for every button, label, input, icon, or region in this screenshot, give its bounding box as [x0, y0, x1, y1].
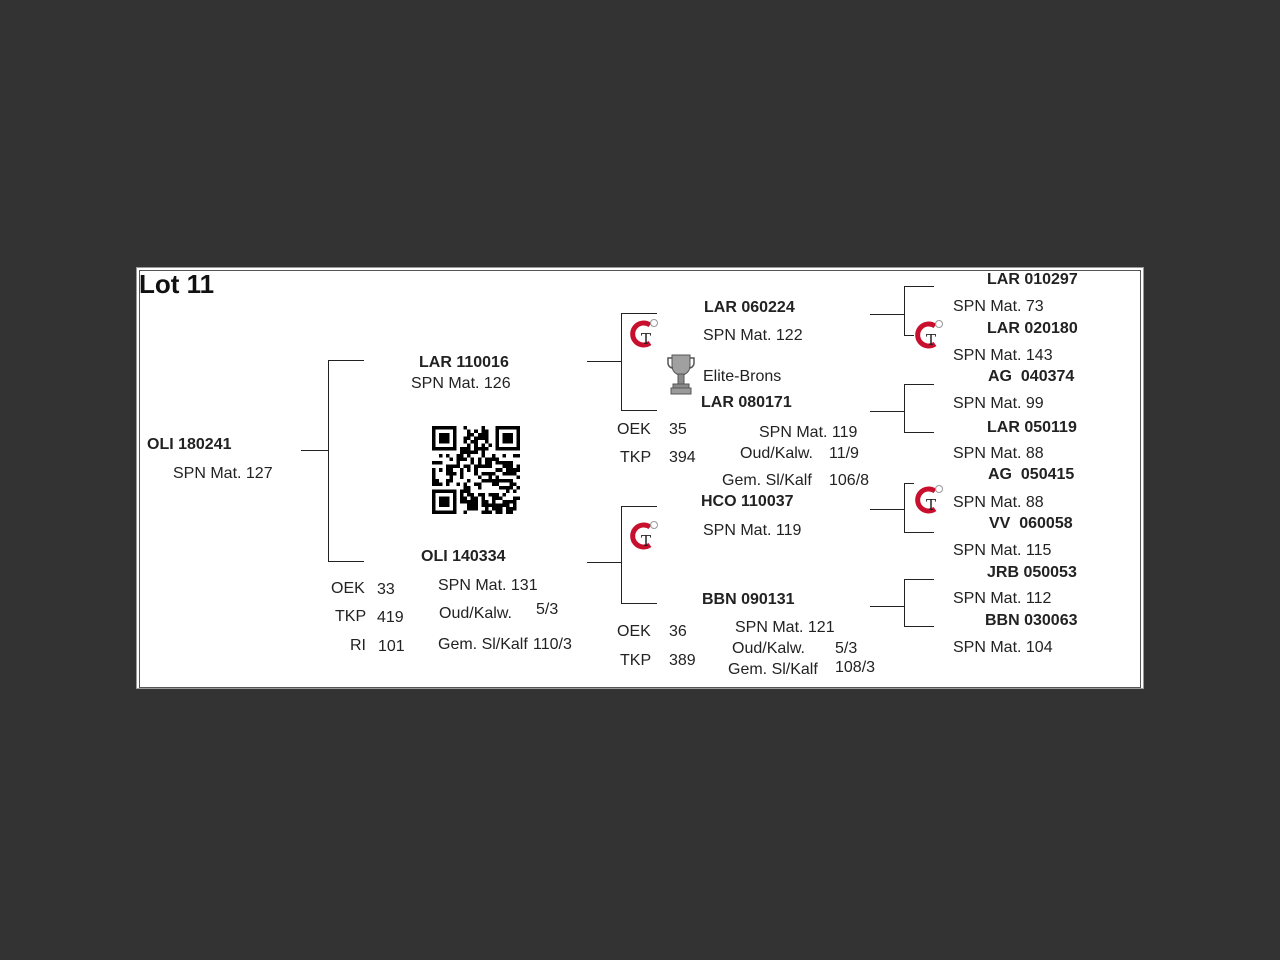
svg-text:T: T	[641, 330, 651, 348]
sire-id: LAR 110016	[419, 354, 509, 371]
dd-oud-label: Oud/Kalw.	[732, 640, 805, 657]
gg-spn: SPN Mat. 104	[953, 639, 1053, 656]
connector-line	[621, 506, 657, 507]
gg-spn: SPN Mat. 88	[953, 445, 1044, 462]
dam-gem-label: Gem. Sl/Kalf	[438, 636, 528, 653]
dam-id: OLI 140334	[421, 548, 506, 565]
connector-line	[328, 360, 364, 361]
gt-logo-icon: T	[915, 320, 943, 349]
dam-ri-value: 101	[378, 638, 405, 655]
gg-id: AG 050415	[988, 466, 1075, 483]
connector-line	[904, 626, 934, 627]
connector-line	[621, 506, 622, 604]
lot-title: Lot 11	[139, 269, 215, 299]
gg-id: LAR 010297	[987, 271, 1078, 288]
dd-oek-label: OEK	[617, 623, 651, 640]
gg-id: JRB 050053	[987, 564, 1077, 581]
sd-tkp-label: TKP	[620, 449, 652, 466]
connector-line	[870, 314, 905, 315]
connector-line	[904, 286, 905, 336]
connector-line	[904, 579, 934, 580]
connector-line	[904, 532, 934, 533]
dd-id: BBN 090131	[702, 591, 795, 608]
sd-gem-value: 106/8	[829, 472, 870, 489]
sd-spn: SPN Mat. 119	[759, 424, 858, 441]
gg-spn: SPN Mat. 112	[953, 590, 1052, 607]
connector-line	[904, 335, 914, 336]
animal-spn: SPN Mat. 127	[173, 465, 273, 482]
gg-id: BBN 030063	[985, 612, 1078, 629]
connector-line	[904, 579, 905, 627]
qr-code	[432, 426, 520, 514]
dam-spn: SPN Mat. 131	[438, 577, 538, 594]
connector-line	[904, 483, 905, 533]
dam-oud-value: 5/3	[536, 601, 559, 618]
sire-spn: SPN Mat. 126	[411, 375, 511, 392]
connector-line	[904, 483, 914, 484]
gg-spn: SPN Mat. 143	[953, 347, 1053, 364]
animal-id: OLI 180241	[147, 436, 232, 453]
ss-spn: SPN Mat. 122	[703, 327, 803, 344]
connector-line	[301, 450, 329, 451]
ds-id: HCO 110037	[701, 493, 794, 510]
connector-line	[904, 384, 934, 385]
connector-line	[621, 313, 622, 411]
sd-oud-value: 11/9	[829, 445, 859, 462]
gg-id: VV 060058	[989, 515, 1073, 532]
connector-line	[328, 360, 329, 562]
connector-line	[621, 410, 657, 411]
connector-line	[621, 603, 657, 604]
gg-spn: SPN Mat. 73	[953, 298, 1044, 315]
connector-line	[870, 411, 905, 412]
dam-oek-label: OEK	[331, 580, 365, 597]
dd-tkp-label: TKP	[620, 652, 652, 669]
dam-tkp-value: 419	[377, 609, 404, 626]
svg-text:T: T	[926, 331, 936, 349]
gg-spn: SPN Mat. 115	[953, 542, 1052, 559]
connector-line	[587, 361, 622, 362]
dd-oek-value: 36	[669, 623, 687, 640]
connector-line	[621, 313, 657, 314]
dd-spn: SPN Mat. 121	[735, 619, 835, 636]
pedigree-sheet: Lot 11 OLI 180241 SPN Mat. 127 LAR 11001…	[136, 267, 1144, 689]
dd-oud-value: 5/3	[835, 640, 858, 657]
dam-gem-value: 110/3	[533, 636, 572, 653]
dam-oek-value: 33	[377, 581, 395, 598]
connector-line	[904, 384, 905, 433]
gg-id: LAR 020180	[987, 320, 1078, 337]
connector-line	[904, 286, 934, 287]
sd-id: LAR 080171	[701, 394, 792, 411]
svg-text:T: T	[926, 496, 936, 514]
ds-spn: SPN Mat. 119	[703, 522, 802, 539]
dd-tkp-value: 389	[669, 652, 696, 669]
gt-logo-icon: T	[630, 521, 658, 550]
connector-line	[870, 606, 905, 607]
dam-oud-label: Oud/Kalw.	[439, 605, 512, 622]
sd-tkp-value: 394	[669, 449, 696, 466]
pedigree-frame	[139, 270, 1141, 688]
dam-ri-label: RI	[350, 637, 366, 654]
gt-logo-icon: T	[915, 485, 943, 514]
gt-logo-icon: T	[630, 319, 658, 348]
ss-award: Elite-Brons	[703, 368, 782, 385]
sd-oek-value: 35	[669, 421, 687, 438]
connector-line	[328, 561, 364, 562]
svg-text:T: T	[641, 532, 651, 550]
sd-gem-label: Gem. Sl/Kalf	[722, 472, 812, 489]
connector-line	[904, 432, 934, 433]
ss-id: LAR 060224	[704, 299, 795, 316]
connector-line	[870, 509, 905, 510]
trophy-icon	[667, 354, 695, 395]
gg-id: AG 040374	[988, 368, 1075, 385]
sd-oud-label: Oud/Kalw.	[740, 445, 813, 462]
dd-gem-label: Gem. Sl/Kalf	[728, 661, 818, 678]
dam-tkp-label: TKP	[335, 608, 367, 625]
gg-spn: SPN Mat. 99	[953, 395, 1044, 412]
gg-spn: SPN Mat. 88	[953, 494, 1044, 511]
sd-oek-label: OEK	[617, 421, 651, 438]
connector-line	[587, 562, 622, 563]
dd-gem-value: 108/3	[835, 659, 876, 676]
gg-id: LAR 050119	[987, 419, 1077, 436]
